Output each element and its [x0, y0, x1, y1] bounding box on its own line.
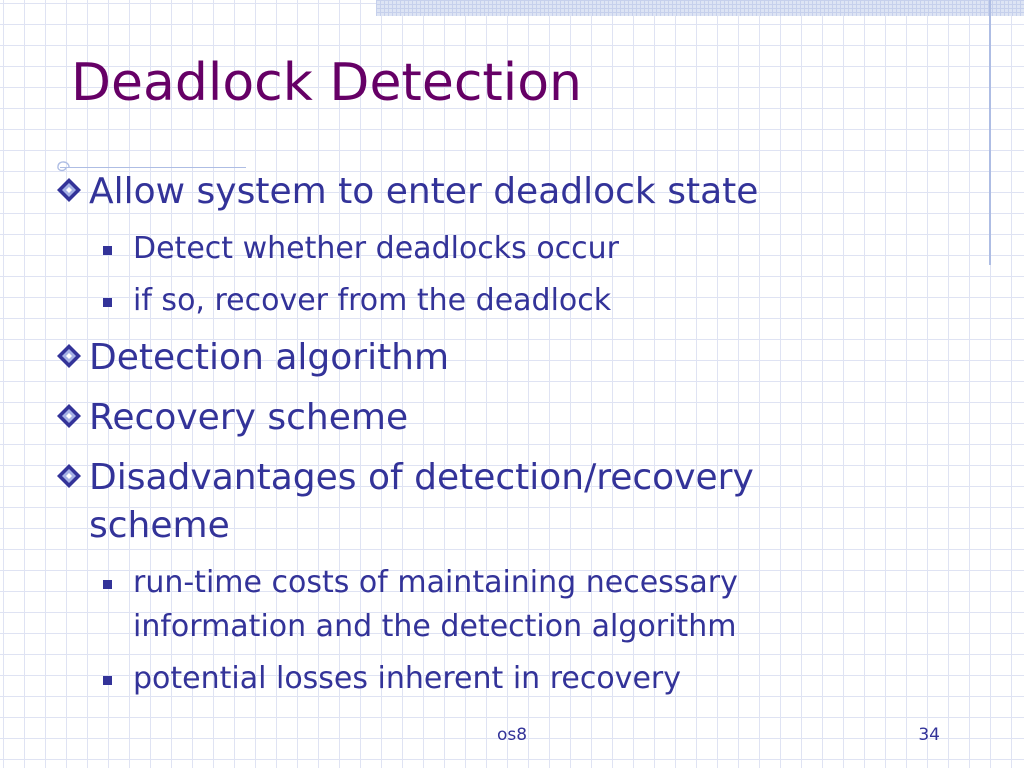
bullet-text: Detection algorithm — [89, 337, 450, 378]
bullet-text: Recovery scheme — [89, 397, 409, 438]
sub-bullet: run-time costs of maintaining necessary … — [103, 561, 843, 649]
sub-bullet: if so, recover from the deadlock — [103, 279, 863, 323]
diamond-bullet-icon — [57, 404, 81, 428]
sub-bullet-text: run-time costs of maintaining necessary … — [133, 565, 738, 644]
bullet-level1: Recovery scheme — [55, 394, 855, 442]
bullet-level1: Disadvantages of detection/recovery sche… — [55, 454, 835, 550]
decoration-vertical-line — [989, 0, 991, 265]
sub-bullet-text: if so, recover from the deadlock — [133, 283, 612, 318]
diamond-bullet-icon — [57, 464, 81, 488]
square-bullet-icon — [103, 676, 112, 685]
header-decoration-band — [376, 0, 1024, 16]
bullet-level1: Allow system to enter deadlock state — [55, 168, 855, 216]
slide-title: Deadlock Detection — [71, 53, 583, 113]
decoration-horizontal-line — [60, 167, 246, 168]
sub-bullet-text: Detect whether deadlocks occur — [133, 231, 620, 266]
diamond-bullet-icon — [57, 344, 81, 368]
sub-bullet-text: potential losses inherent in recovery — [133, 661, 681, 696]
bullet-level1: Detection algorithm — [55, 334, 855, 382]
diamond-bullet-icon — [57, 178, 81, 202]
page-number: 34 — [918, 725, 940, 745]
square-bullet-icon — [103, 246, 112, 255]
sub-bullet: potential losses inherent in recovery — [103, 657, 863, 701]
footer-label: os8 — [496, 725, 528, 745]
bullet-text: Allow system to enter deadlock state — [89, 171, 759, 212]
square-bullet-icon — [103, 580, 112, 589]
decoration-curl-icon — [57, 161, 70, 172]
bullet-text: Disadvantages of detection/recovery sche… — [89, 457, 754, 546]
square-bullet-icon — [103, 298, 112, 307]
sub-bullet: Detect whether deadlocks occur — [103, 227, 863, 271]
